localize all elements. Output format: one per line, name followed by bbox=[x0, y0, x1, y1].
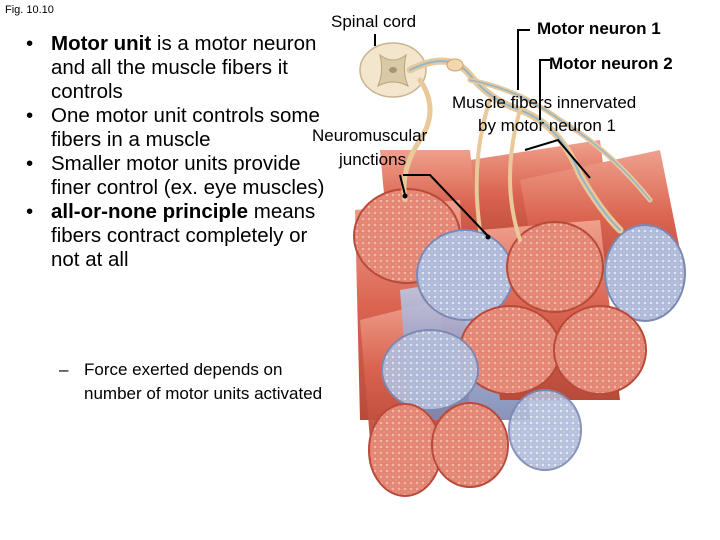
spinal-cord-section bbox=[359, 42, 427, 98]
label-muscle-fibers-2: by motor neuron 1 bbox=[478, 116, 616, 135]
figure-label: Fig. 10.10 bbox=[5, 4, 54, 16]
bullet-text: Smaller motor units provide finer contro… bbox=[51, 152, 325, 199]
sub-bullet-text: Force exerted depends on number of motor… bbox=[84, 360, 323, 403]
label-neuromuscular: Neuromuscular bbox=[312, 126, 428, 145]
label-motor-neuron-1: Motor neuron 1 bbox=[537, 19, 661, 38]
label-motor-neuron-2: Motor neuron 2 bbox=[549, 54, 673, 73]
sub-bullet: – Force exerted depends on number of mot… bbox=[59, 360, 323, 403]
bullet-list: • Motor unit is a motor neuron and all t… bbox=[26, 32, 326, 272]
bullet-text: One motor unit controls some fibers in a… bbox=[51, 104, 320, 151]
bullet-text: is a motor neuron and all the muscle fib… bbox=[51, 32, 317, 103]
ganglion bbox=[446, 58, 464, 72]
label-spinal-cord: Spinal cord bbox=[331, 12, 417, 31]
bullet-bold: all-or-none principle bbox=[51, 200, 249, 223]
bullet-bold: Motor unit bbox=[51, 32, 152, 55]
bullet-item: • Motor unit is a motor neuron and all t… bbox=[26, 32, 317, 103]
label-pointers bbox=[399, 29, 591, 237]
bullet-item: • One motor unit controls some fibers in… bbox=[26, 104, 320, 151]
junction-dot-1 bbox=[402, 193, 408, 199]
bullet-text: means fibers contract completely or not … bbox=[51, 200, 316, 271]
junction-dot-2 bbox=[485, 234, 491, 240]
bullet-item: • Smaller motor units provide finer cont… bbox=[26, 152, 325, 199]
bullet-item: • all-or-none principle means fibers con… bbox=[26, 200, 316, 271]
label-muscle-fibers-1: Muscle fibers innervated bbox=[452, 93, 637, 112]
label-junctions: junctions bbox=[339, 150, 407, 169]
